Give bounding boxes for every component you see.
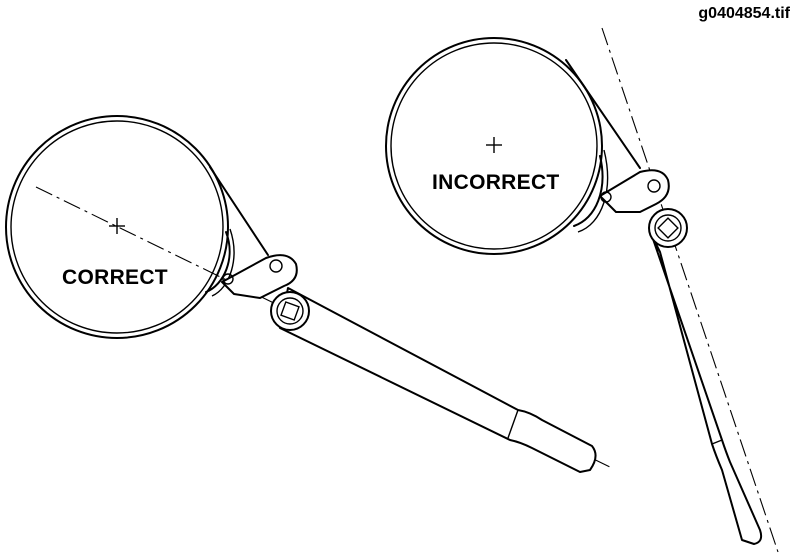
correct-pivot-hole-2 bbox=[269, 259, 283, 273]
correct-caption: CORRECT bbox=[62, 266, 168, 289]
correct-strap-inner bbox=[211, 228, 235, 297]
incorrect-wrench-assembly bbox=[385, 27, 779, 553]
incorrect-filter-inner-circle bbox=[390, 42, 598, 250]
incorrect-bracket bbox=[599, 169, 670, 213]
incorrect-pivot-hole-2 bbox=[647, 179, 661, 193]
correct-strap bbox=[205, 166, 269, 293]
correct-pivot-hole bbox=[222, 273, 234, 285]
correct-handle-neck bbox=[507, 409, 519, 439]
correct-handle bbox=[279, 287, 597, 473]
correct-filter-inner-circle bbox=[10, 120, 224, 334]
incorrect-handle bbox=[651, 235, 763, 545]
file-name-label: g0404854.tif bbox=[698, 5, 790, 22]
incorrect-strap bbox=[565, 59, 641, 227]
correct-bracket bbox=[221, 254, 298, 299]
correct-square-drive bbox=[280, 301, 300, 321]
incorrect-strap-inner bbox=[577, 149, 609, 233]
incorrect-caption: INCORRECT bbox=[432, 171, 560, 194]
incorrect-center-mark bbox=[486, 137, 502, 153]
incorrect-ratchet-ring bbox=[654, 214, 682, 242]
correct-wrench-assembly bbox=[5, 115, 613, 473]
correct-filter-circle bbox=[5, 115, 229, 339]
incorrect-filter-circle bbox=[385, 37, 603, 255]
incorrect-centerline bbox=[601, 27, 779, 553]
incorrect-pivot-hole bbox=[600, 191, 612, 203]
incorrect-square-drive bbox=[657, 217, 679, 239]
correct-center-mark bbox=[109, 218, 125, 234]
correct-ratchet-ring bbox=[276, 297, 304, 325]
incorrect-handle-neck bbox=[711, 439, 723, 445]
